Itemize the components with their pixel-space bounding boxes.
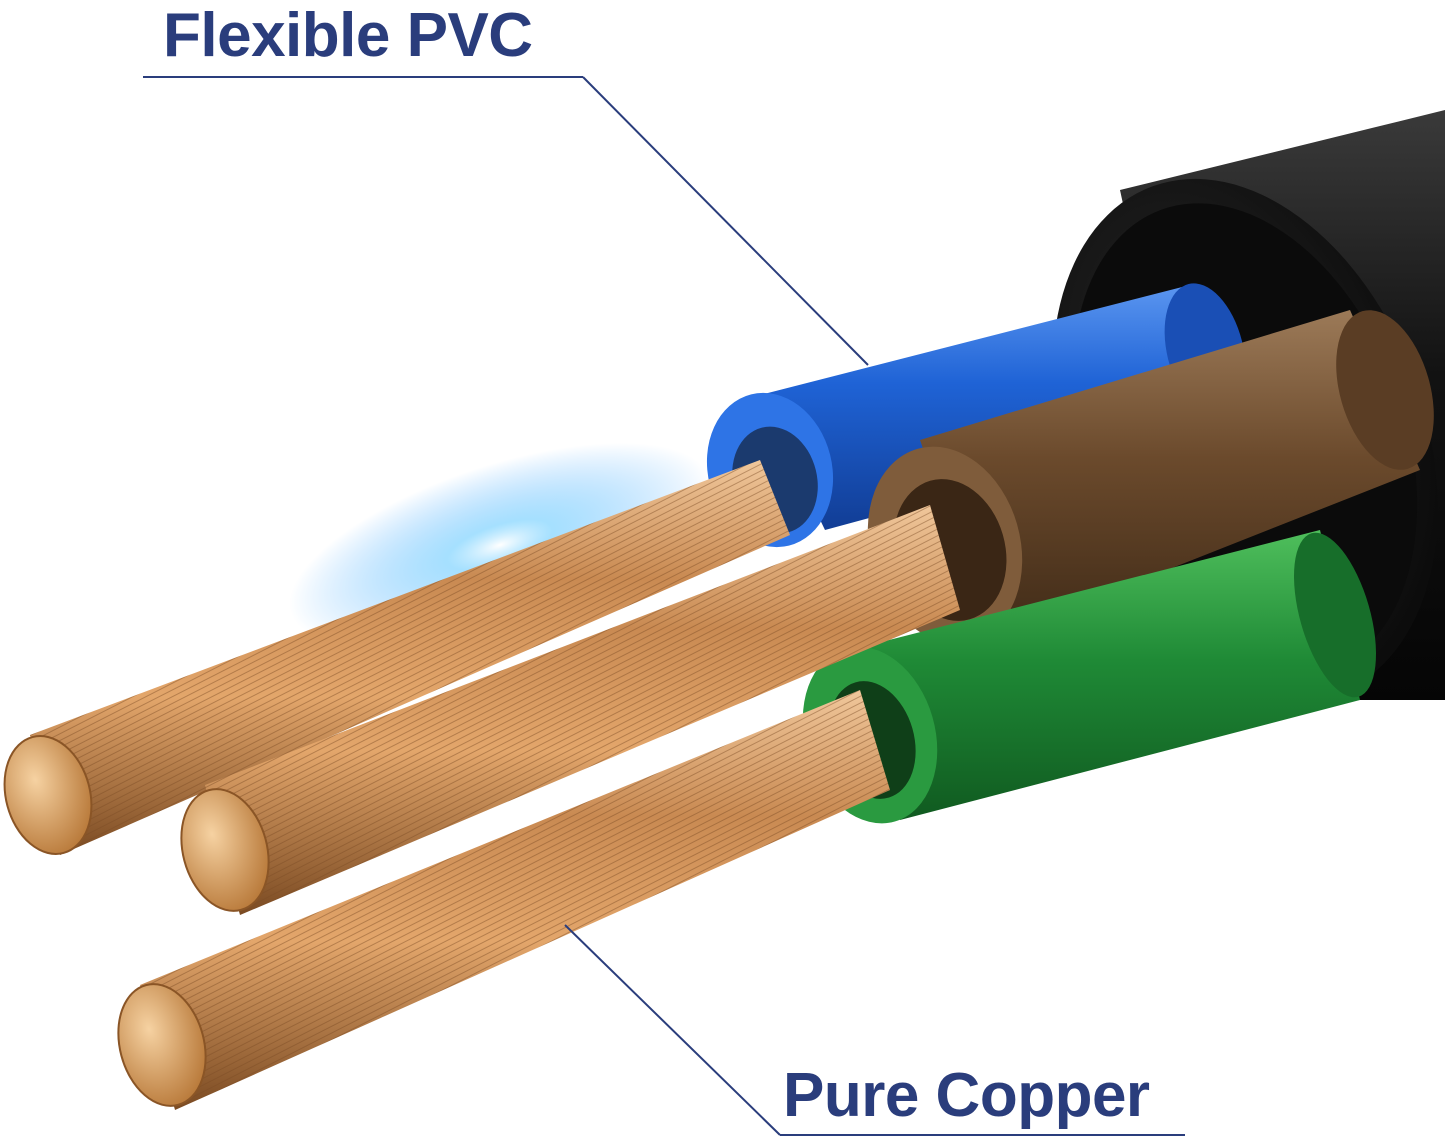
leader-line-bottom	[564, 924, 1185, 1136]
flexible-pvc-label: Flexible PVC	[163, 1, 533, 70]
leader-line-top	[143, 76, 869, 366]
energy-glow	[289, 442, 711, 648]
copper-strand-bundle-bottom	[117, 690, 890, 1110]
copper-strand-bundle-top	[3, 460, 790, 855]
pure-copper-label: Pure Copper	[783, 1061, 1150, 1130]
copper-strand-bundle-middle	[180, 505, 960, 915]
